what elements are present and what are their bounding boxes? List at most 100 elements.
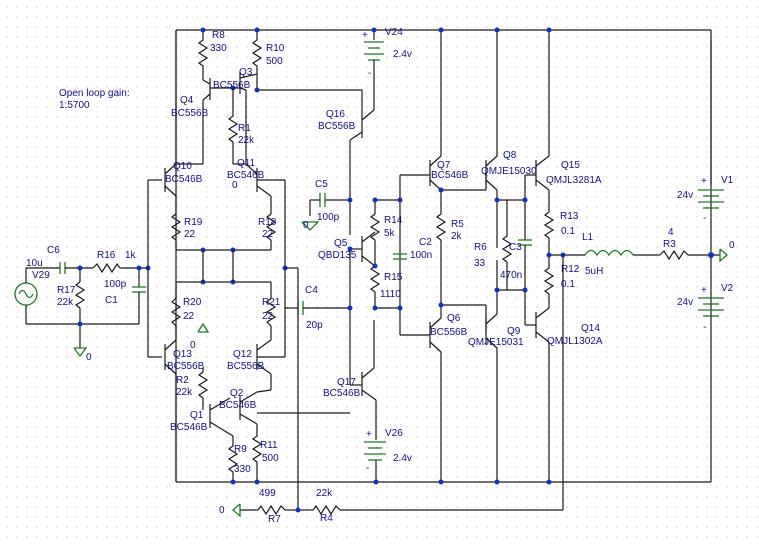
q2-name: Q2 [230, 388, 244, 399]
q10-model: BC546B [165, 174, 203, 185]
r3-name: R3 [663, 239, 676, 250]
r21-value: 22 [262, 311, 274, 322]
r20-name: R20 [183, 297, 202, 308]
r15-value: 1110 [380, 289, 401, 300]
v2-value: 24v [677, 297, 694, 308]
q9-model: QMJE15031 [468, 337, 524, 348]
r11-name: R11 [260, 440, 278, 451]
c5-name: C5 [315, 179, 328, 190]
r19-value: 22 [184, 229, 196, 240]
r5-name: R5 [451, 219, 464, 230]
ground-label-q11: 0 [232, 180, 238, 191]
q1-name: Q1 [190, 410, 204, 421]
v26-minus-sign: - [366, 463, 370, 474]
v24-value: 2.4v [393, 49, 412, 60]
q5-name: Q5 [334, 238, 348, 249]
r17-value: 22k [57, 297, 74, 308]
r10-name: R10 [266, 43, 285, 54]
v1-plus-sign: + [701, 176, 707, 187]
r12-value: 0.1 [561, 279, 575, 290]
r20-value: 22 [183, 311, 195, 322]
v1-minus-sign: - [703, 213, 707, 224]
r21-name: R21 [262, 297, 281, 308]
r13-name: R13 [560, 211, 579, 222]
v26-value: 2.4v [393, 453, 412, 464]
ground-symbols [197, 221, 320, 333]
v24-plus-sign: + [362, 30, 368, 41]
r4-value: 22k [316, 488, 333, 499]
q16-name: Q16 [326, 109, 345, 120]
r7-value: 499 [259, 488, 276, 499]
r14-value: 5k [384, 228, 395, 239]
v24-name: V24 [385, 27, 403, 38]
c6-name: C6 [47, 245, 60, 256]
q1-model: BC546B [170, 422, 208, 433]
q17-name: Q17 [337, 377, 356, 388]
v1-value: 24v [677, 190, 694, 201]
r18-name: R18 [258, 217, 277, 228]
r13-value: 0.1 [561, 226, 575, 237]
q4-model: BC556B [171, 108, 209, 119]
q10-name: Q10 [173, 161, 192, 172]
r2-name: R2 [176, 375, 189, 386]
feedback-network [232, 255, 564, 518]
r3-value: 4 [668, 227, 674, 238]
q8-model: QMJE15030 [481, 166, 537, 177]
r9-value: 330 [234, 464, 251, 475]
input-stage [14, 179, 162, 358]
v2-minus-sign: - [703, 322, 707, 333]
r1-name: R1 [238, 123, 251, 134]
r5-value: 2k [451, 231, 462, 242]
v29-value: 10u [26, 258, 43, 269]
r6-name: R6 [474, 242, 487, 253]
c1-value: 100p [104, 279, 127, 290]
q14-model: QMJL1302A [547, 336, 603, 347]
r16-name: R16 [97, 250, 116, 261]
r12-name: R12 [561, 264, 580, 275]
r19-name: R19 [184, 217, 203, 228]
r2-value: 22k [176, 387, 193, 398]
c3-name: C3 [509, 242, 522, 253]
r6-value: 33 [474, 258, 486, 269]
q7-name: Q7 [437, 160, 451, 171]
v2-plus-sign: + [701, 285, 707, 296]
l1-name: L1 [582, 232, 594, 243]
q9-name: Q9 [507, 326, 521, 337]
r11-value: 500 [262, 453, 279, 464]
r15-name: R15 [384, 272, 403, 283]
q12-model: BC556B [227, 361, 265, 372]
v29-name: V29 [32, 270, 50, 281]
v1-name: V1 [721, 175, 734, 186]
c4-value: 20p [306, 320, 323, 331]
open-loop-gain-label: Open loop gain: [59, 88, 130, 99]
q3-name: Q3 [239, 67, 253, 78]
ground-label-c5: 0 [303, 220, 309, 231]
ground-label-input: 0 [86, 352, 92, 363]
v2-name: V2 [721, 283, 734, 294]
r7-name: R7 [268, 514, 281, 525]
c3-value: 470n [500, 270, 523, 281]
c4-name: C4 [305, 285, 318, 296]
ground-label-q13: 0 [190, 340, 196, 351]
q6-model: BC556B [430, 327, 468, 338]
q6-name: Q6 [447, 313, 461, 324]
r18-value: 22 [262, 229, 274, 240]
open-loop-gain-value: 1:5700 [59, 100, 90, 111]
q5-model: QBD135 [318, 250, 357, 261]
ground-label-feedback: 0 [219, 505, 225, 516]
q11-model: BC546B [227, 170, 265, 181]
r8-value: 330 [210, 43, 227, 54]
supply-rails [175, 29, 712, 483]
r4-name: R4 [320, 513, 333, 524]
r8-name: R8 [212, 30, 225, 41]
r9-name: R9 [234, 444, 247, 455]
q2-model: BC546B [219, 400, 257, 411]
r10-value: 500 [266, 56, 283, 67]
q3-model: BC556B [213, 80, 251, 91]
q13-model: BC556B [167, 361, 205, 372]
c2-value: 100n [410, 250, 433, 261]
q16-model: BC556B [318, 121, 356, 132]
q12-name: Q12 [233, 349, 252, 360]
